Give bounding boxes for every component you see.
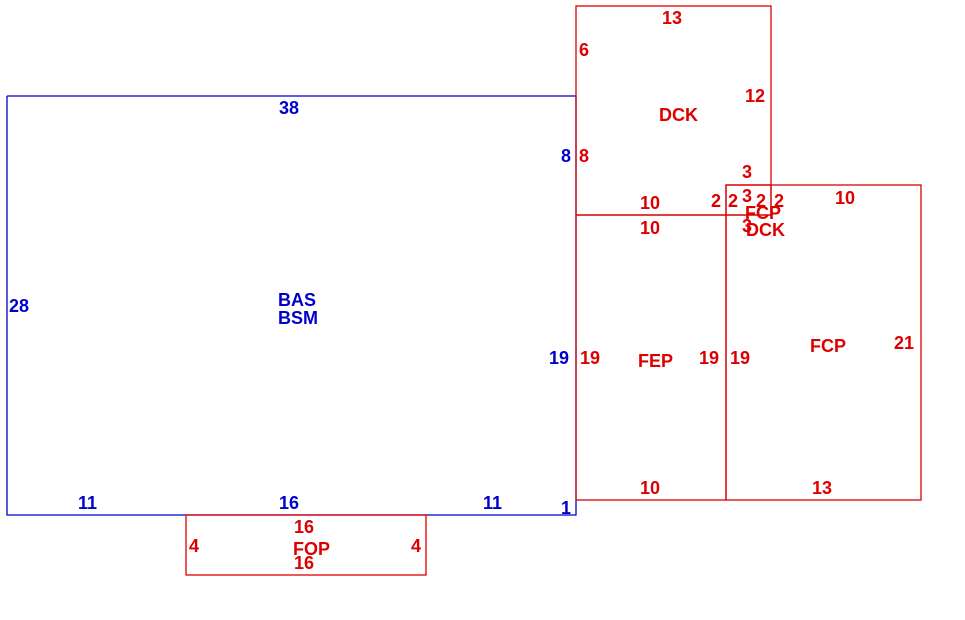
fop-label: FOP xyxy=(293,539,330,559)
fcp-dim-left: 19 xyxy=(730,348,750,368)
fop-dim-bottom: 16 xyxy=(294,553,314,573)
dck-upper-dim-left-upper: 6 xyxy=(579,40,589,60)
fep-area: FEP 10 19 19 10 xyxy=(575,214,727,501)
dck-upper-dim-right: 12 xyxy=(745,86,765,106)
fop-dim-right: 4 xyxy=(411,536,421,556)
fcp-dim-right: 21 xyxy=(894,333,914,353)
bas-outline xyxy=(6,95,577,516)
fep-label: FEP xyxy=(638,351,673,371)
dck-small-label: DCK xyxy=(746,220,785,240)
fcp-small-label: FCP xyxy=(745,203,781,223)
bas-dim-bottom-right: 11 xyxy=(483,493,502,513)
bas-dim-right-step: 1 xyxy=(561,498,571,518)
bas-dim-top: 38 xyxy=(279,98,299,118)
fcp-dck-small-area: 2 3 2 2 FCP 3 DCK xyxy=(725,184,785,240)
fcp-outline xyxy=(725,184,922,501)
bsm-label: BSM xyxy=(278,308,318,328)
fep-dim-bottom: 10 xyxy=(640,478,660,498)
fop-outline xyxy=(185,514,427,576)
bas-label: BAS xyxy=(278,290,316,310)
fop-area: FOP 16 16 4 4 xyxy=(185,514,427,576)
bas-dim-right-lower: 19 xyxy=(549,348,569,368)
dck-upper-dim-top: 13 xyxy=(662,8,682,28)
fep-dim-right: 19 xyxy=(699,348,719,368)
dck-upper-dim-notch: 3 xyxy=(742,162,752,182)
dck-upper-dim-left-lower: 8 xyxy=(579,146,589,166)
fcp-label: FCP xyxy=(810,336,846,356)
dck-upper-dim-bottom-right: 2 xyxy=(711,191,721,211)
fcp-dim-top: 10 xyxy=(835,188,855,208)
bas-dim-bottom-mid: 16 xyxy=(279,493,299,513)
fcp-small-dim-inner: 3 xyxy=(742,186,752,206)
bas-dim-left: 28 xyxy=(9,296,29,316)
fcp-small-dim-inner2: 2 xyxy=(756,191,766,211)
bas-dim-bottom-left: 11 xyxy=(78,493,97,513)
fop-dim-top: 16 xyxy=(294,517,314,537)
fcp-area: FCP 10 19 21 13 xyxy=(725,184,922,501)
fcp-small-dim-left: 2 xyxy=(728,191,738,211)
dck-upper-label: DCK xyxy=(659,105,698,125)
fcp-small-dim-right: 2 xyxy=(774,191,784,211)
fop-dim-left: 4 xyxy=(189,536,199,556)
dck-upper-area: DCK 13 6 8 12 10 2 3 xyxy=(575,5,772,216)
dck-upper-dim-bottom: 10 xyxy=(640,193,660,213)
fcp-dim-bottom: 13 xyxy=(812,478,832,498)
bas-dim-right-upper: 8 xyxy=(561,146,571,166)
bas-area: BAS BSM 38 28 11 16 11 8 19 1 xyxy=(6,95,577,518)
fcp-small-dim-bottom: 3 xyxy=(742,216,752,236)
fep-dim-top: 10 xyxy=(640,218,660,238)
fep-dim-left: 19 xyxy=(580,348,600,368)
